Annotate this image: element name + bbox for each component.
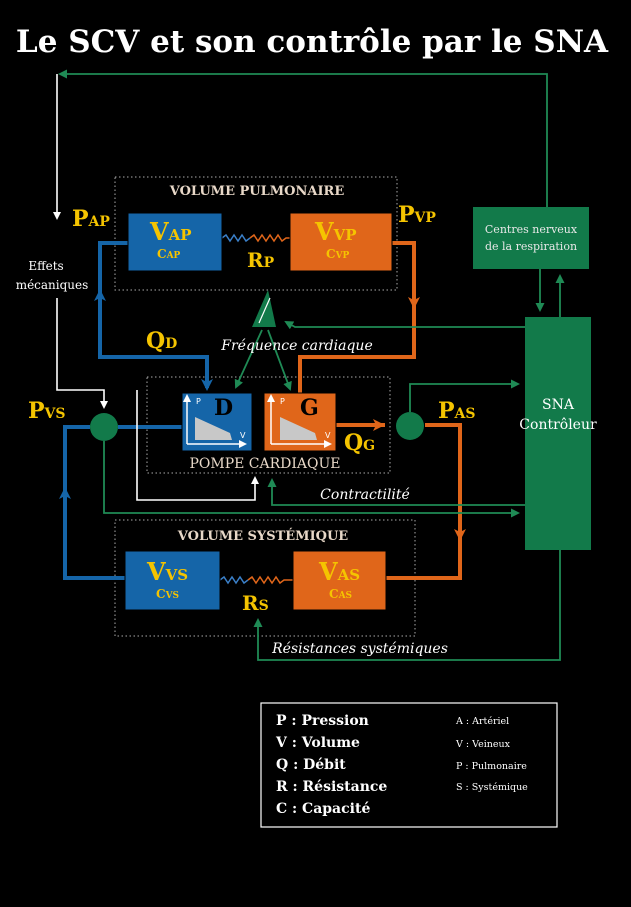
right-heart-p-axis: P [196,397,201,406]
page-title: Le SCV et son contrôle par le SNA [16,24,609,60]
pvs-label: PVS [28,398,66,424]
legend-item: R : Résistance [276,779,387,795]
pulmonary-section-frame [114,176,398,291]
legend-item: A : Artériel [455,716,509,727]
cas-label: CAS [329,587,352,601]
metronome-icon [252,290,276,327]
contractility-label: Contractilité [320,487,410,503]
cap-label: CAP [157,247,181,261]
pvp-label: PVP [398,202,436,228]
vap-label: VAP [149,217,192,246]
legend-right: A : Artériel V : Veineux P : Pulmonaire … [455,716,528,793]
cvs-label: CVS [156,587,179,601]
pump-section-label: POMPE CARDIAQUE [189,456,340,472]
pulmonary-section-label: VOLUME PULMONAIRE [169,184,345,199]
legend-left: P : Pression V : Volume Q : Débit R : Ré… [275,713,387,817]
arterial-junction [396,412,424,440]
mechanical-effects-lines [53,74,259,501]
legend-item: P : Pulmonaire [456,761,527,772]
right-heart-v-axis: V [240,431,246,440]
control-lines [58,69,565,661]
legend-item: V : Veineux [455,739,511,750]
vvs-box [124,550,221,611]
venous-circuit [63,241,213,580]
vas-box [292,550,387,611]
left-heart-label: G [300,395,319,421]
right-heart-label: D [214,395,233,421]
right-heart-box [181,392,253,452]
heart-rate-label: Fréquence cardiaque [220,338,372,354]
right-heart-pv-diagram: P V [183,394,247,448]
respiration-center-box [473,207,589,269]
left-heart-v-axis: V [325,431,331,440]
pap-label: PAP [72,206,110,232]
legend-item: S : Systémique [456,782,528,793]
qd-label: QD [146,328,177,354]
vap-box [127,212,223,272]
sna-line1: SNA [542,397,575,413]
legend-item: C : Capacité [276,801,370,817]
sna-line2: Contrôleur [519,417,597,433]
vvp-label: VVP [314,217,357,246]
pas-label: PAS [438,398,476,424]
rp-label: RP [247,248,275,272]
left-heart-p-axis: P [280,397,285,406]
rp-resistor [221,233,290,243]
left-heart-pv-diagram: P V [267,394,332,448]
vas-label: VAS [318,557,360,586]
cvp-label: CVP [326,247,350,261]
rs-resistor [219,575,293,585]
respiration-line2: de la respiration [485,240,577,253]
sna-controller-box [525,317,591,550]
effects-line2: mécaniques [16,278,89,292]
legend-box [260,702,558,828]
respiration-line1: Centres nerveux [485,223,578,236]
vvp-box [289,212,393,272]
systemic-section-label: VOLUME SYSTÉMIQUE [177,528,349,544]
pump-section-frame [146,376,391,474]
venous-junction [90,413,118,441]
effects-line1: Effets [28,259,63,273]
qg-label: QG [344,430,375,456]
resistances-label: Résistances systémiques [271,641,448,657]
legend-item: Q : Débit [276,757,346,773]
legend-item: V : Volume [275,735,360,751]
legend-item: P : Pression [276,713,369,729]
vvs-label: VVS [146,557,188,586]
rs-label: RS [242,591,269,615]
